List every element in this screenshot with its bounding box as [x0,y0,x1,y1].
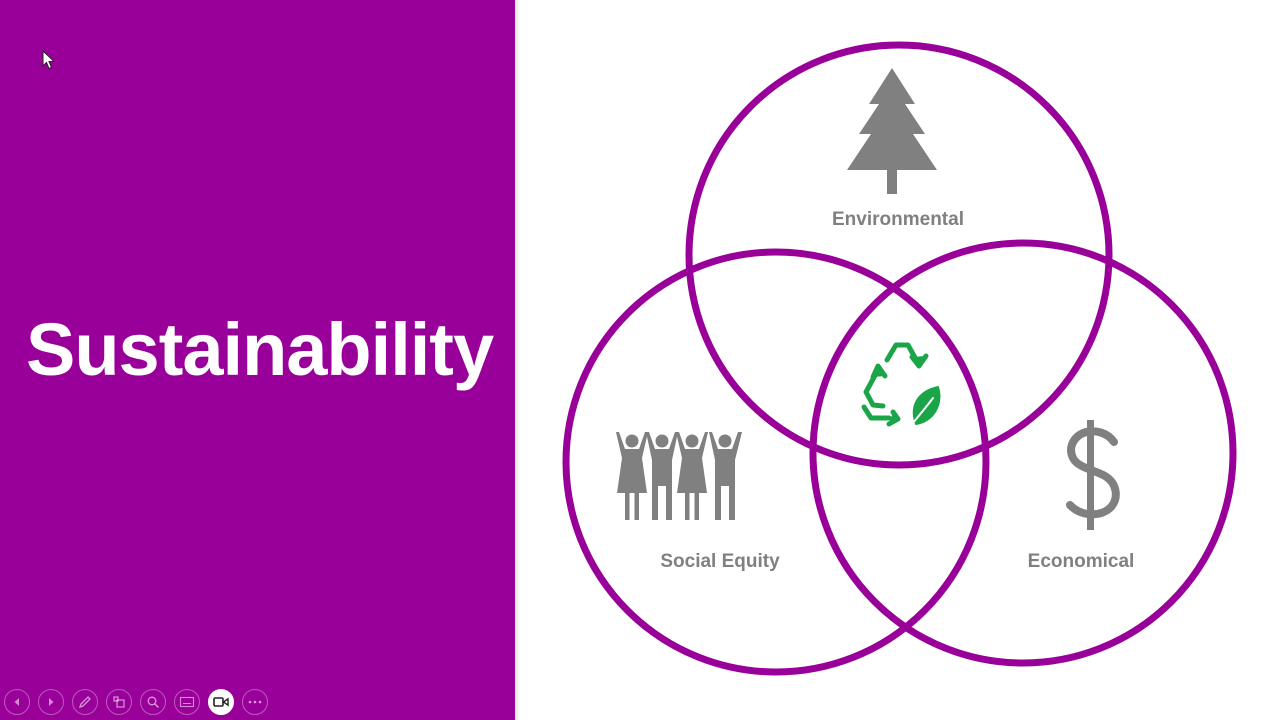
economical-circle [809,239,1237,667]
slideshow-toolbar [4,688,268,716]
camera-icon [213,697,229,707]
social-equity-circle [562,248,990,676]
environmental-circle [685,41,1113,469]
slide-title: Sustainability [26,308,494,391]
environmental-label: Environmental [832,209,964,230]
previous-slide-button[interactable] [4,689,30,715]
economical-label: Economical [1027,551,1135,572]
pen-icon [78,696,91,709]
pine-tree-icon [847,68,937,194]
pen-tool-button[interactable] [72,689,98,715]
zoom-button[interactable] [140,689,166,715]
subtitles-button[interactable] [174,689,200,715]
next-slide-button[interactable] [38,689,64,715]
venn-graphic [562,41,1237,676]
venn-diagram: Environmental Social Equity Economical [521,0,1280,720]
people-group-icon [616,432,742,520]
more-options-icon [248,700,262,704]
recycle-leaf-icon [861,342,941,434]
next-icon [49,698,54,706]
dollar-sign-icon [1066,420,1120,530]
panel-divider [515,0,521,720]
zoom-icon [147,696,160,709]
mouse-cursor-icon [42,50,56,70]
title-panel: Sustainability [0,0,515,720]
more-options-button[interactable] [242,689,268,715]
social-equity-label: Social Equity [660,551,780,572]
previous-icon [14,698,19,706]
see-all-slides-button[interactable] [106,689,132,715]
camera-button[interactable] [208,689,234,715]
subtitles-icon [179,696,195,708]
see-all-slides-icon [113,696,125,708]
